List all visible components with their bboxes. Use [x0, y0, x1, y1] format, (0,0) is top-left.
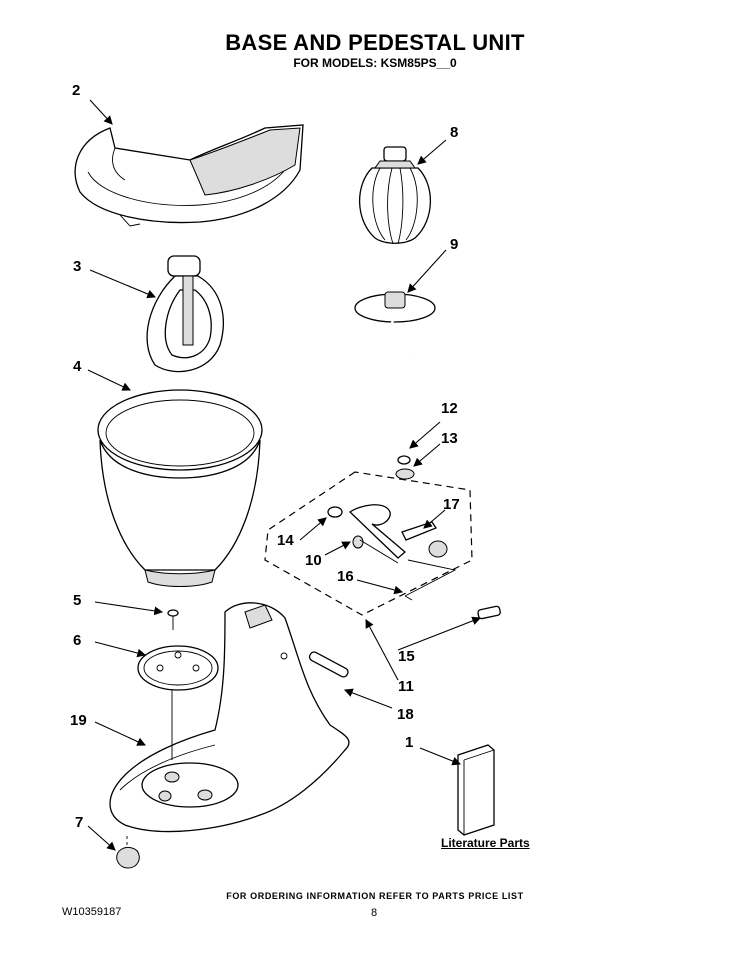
- hinge-rod-part: [308, 651, 349, 678]
- callout-18: 18: [397, 706, 414, 723]
- hinge-pin-assembly-part: [327, 455, 457, 601]
- flat-beater-part: [146, 255, 224, 373]
- callout-12: 12: [441, 400, 458, 417]
- callout-7: 7: [75, 814, 84, 831]
- ordering-info-note: FOR ORDERING INFORMATION REFER TO PARTS …: [226, 891, 524, 901]
- callout-leaders: [87, 99, 482, 851]
- page-number: 8: [371, 907, 378, 919]
- wire-whip-part: [358, 146, 432, 245]
- kit-group-outline: [264, 471, 473, 616]
- callout-13: 13: [441, 430, 458, 447]
- rubber-foot-part: [116, 835, 140, 869]
- callout-19: 19: [70, 712, 87, 729]
- pedestal-base-part: [109, 602, 350, 833]
- callout-5: 5: [73, 592, 82, 609]
- dough-hook-part: [354, 291, 436, 380]
- literature-booklet-part: [457, 744, 495, 836]
- callout-9: 9: [450, 236, 459, 253]
- callout-8: 8: [450, 124, 459, 141]
- pouring-shield-part: [74, 124, 304, 227]
- callout-10: 10: [305, 552, 322, 569]
- screw-part: [167, 609, 179, 630]
- callout-14: 14: [277, 532, 294, 549]
- callout-11: 11: [398, 678, 414, 695]
- callout-16: 16: [337, 568, 354, 585]
- page-title: BASE AND PEDESTAL UNIT: [225, 30, 525, 55]
- callout-1: 1: [405, 734, 414, 751]
- mixing-bowl-part: [97, 389, 263, 587]
- literature-parts-label: Literature Parts: [441, 836, 530, 850]
- callout-15: 15: [398, 648, 415, 665]
- trim-plate-part: [137, 645, 219, 691]
- callout-6: 6: [73, 632, 82, 649]
- callout-3: 3: [73, 258, 82, 275]
- document-number: W10359187: [62, 906, 122, 918]
- pin-part: [477, 605, 501, 620]
- callout-2: 2: [72, 82, 81, 99]
- callout-17: 17: [443, 496, 460, 513]
- page-subtitle: FOR MODELS: KSM85PS__0: [293, 56, 457, 70]
- callout-4: 4: [73, 358, 82, 375]
